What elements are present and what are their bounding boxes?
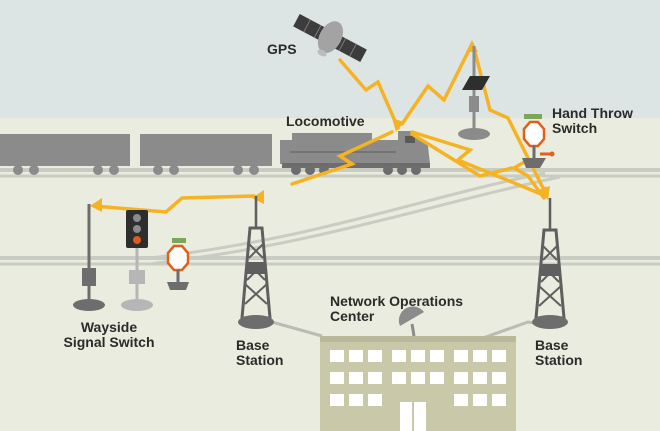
network-operations-center-label: Network Operations Center — [330, 294, 463, 324]
radio-tower-icon — [73, 204, 105, 311]
gps-label: GPS — [267, 41, 297, 57]
signal-light-icon — [121, 210, 153, 311]
link-left-station-wayside — [92, 194, 256, 214]
wayside-signal-switch-label: Wayside Signal Switch — [48, 320, 170, 350]
building-icon — [320, 336, 516, 431]
base-station-left-line-2: Station — [236, 352, 284, 368]
link-locomotive-left-station — [290, 130, 394, 186]
switch-stand-icon — [166, 238, 190, 290]
locomotive-icon — [280, 131, 430, 175]
freight-car-icon — [0, 134, 130, 175]
link-locomotive-right-station — [410, 130, 548, 198]
base-station-left-label: Base Station — [236, 338, 283, 368]
link-locomotive-handthrow — [410, 132, 514, 178]
wayside-signal-switch-line-1: Wayside — [80, 319, 138, 335]
base-station-left-line-1: Base — [236, 337, 270, 353]
radio-links — [92, 42, 548, 214]
base-station-right-line-2: Station — [535, 352, 583, 368]
sky-band — [0, 0, 660, 118]
radio-tower-icon — [238, 196, 274, 329]
freight-car-icon — [140, 134, 272, 175]
network-operations-center-line-2: Center — [330, 308, 375, 324]
link-locomotive-top-tower — [400, 42, 474, 126]
base-station-right-label: Base Station — [535, 338, 582, 368]
gps-satellite-icon — [293, 13, 367, 63]
satellite-dish-icon — [398, 306, 424, 337]
wayside-signal-switch-line-2: Signal Switch — [63, 334, 155, 350]
locomotive-label: Locomotive — [286, 113, 365, 129]
solar-panel-icon — [462, 76, 490, 90]
network-operations-center-line-1: Network Operations — [330, 293, 464, 309]
radio-tower-icon — [532, 198, 568, 329]
link-gps-locomotive — [338, 58, 400, 130]
switch-stand-icon — [522, 114, 555, 168]
base-station-right-line-1: Base — [535, 337, 569, 353]
hand-throw-switch-line-1: Hand Throw — [552, 105, 633, 121]
link-handthrow-right-station — [510, 158, 546, 200]
crossover-track — [149, 171, 561, 266]
hand-throw-switch-line-2: Switch — [552, 120, 598, 136]
hand-throw-switch-label: Hand Throw Switch — [552, 106, 633, 136]
